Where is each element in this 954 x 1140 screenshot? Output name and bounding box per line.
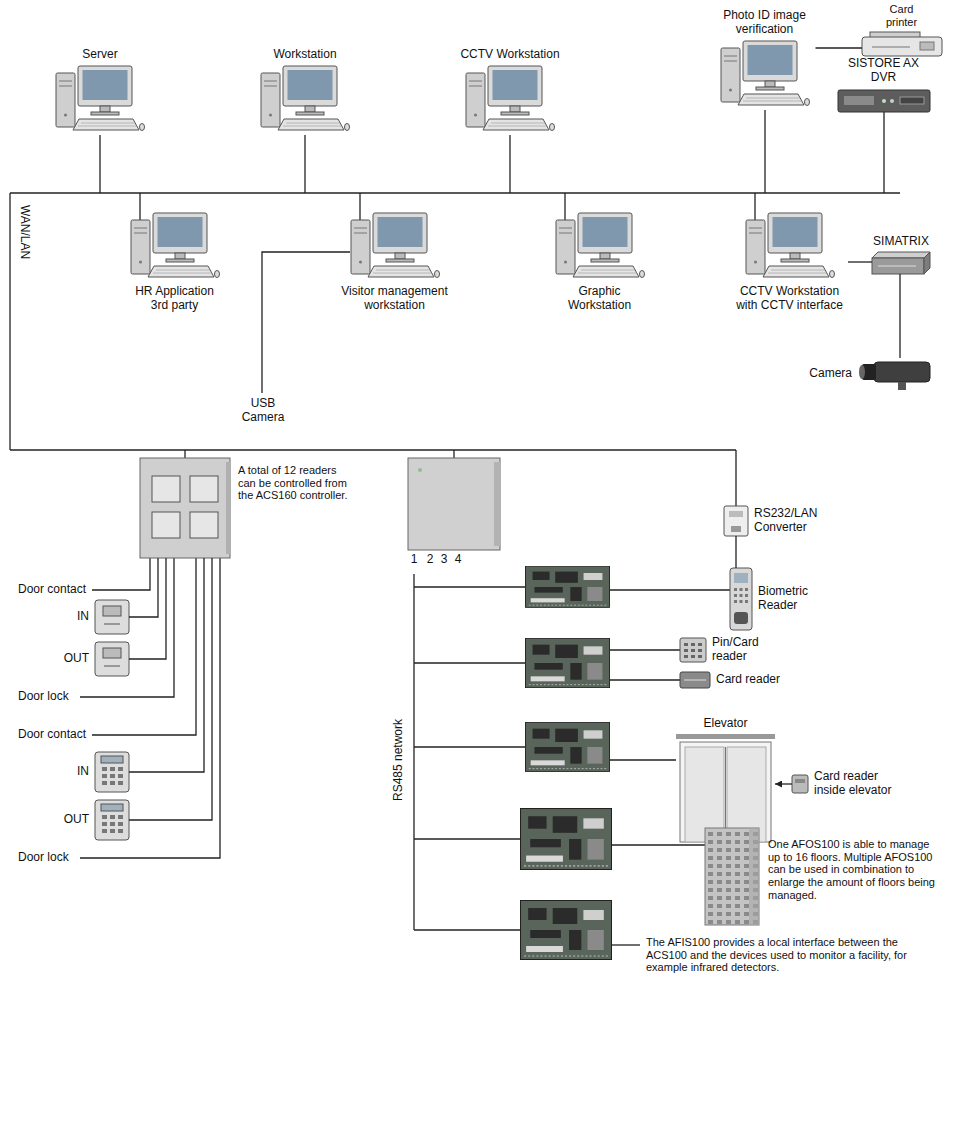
device-label: USB Camera <box>237 397 289 425</box>
device-label: A total of 12 readers can be controlled … <box>238 464 353 502</box>
graphic-pc: Graphic Workstation <box>555 212 645 313</box>
card-reader: Card reader inside elevator <box>792 770 910 798</box>
device-label: Graphic Workstation <box>560 285 640 313</box>
cctv-workstation-pc: CCTV Workstation <box>460 48 561 135</box>
connector-line <box>775 783 792 784</box>
keypad-reader: Pin/Card reader <box>680 636 768 664</box>
card-reader: IN <box>76 600 129 634</box>
device-label: HR Application 3rd party <box>130 285 220 313</box>
photo-id-pc: Photo ID image verification <box>715 9 816 110</box>
device-label: SISTORE AX DVR <box>842 57 926 85</box>
device-label: Photo ID image verification <box>715 9 815 37</box>
device-label: Pin/Card reader <box>712 636 767 664</box>
device-label: Card reader inside elevator <box>814 770 909 798</box>
port-number: 1 <box>408 553 420 567</box>
video-matrix: SIMATRIX <box>872 235 930 274</box>
wire-label: Door contact <box>18 583 86 597</box>
connector-line <box>848 261 872 262</box>
connector-line <box>899 274 900 358</box>
device-label: Elevator <box>703 717 749 731</box>
device-label: IN <box>76 610 89 624</box>
port-number: 3 <box>438 553 450 567</box>
device-label: Server <box>82 48 119 62</box>
card-printer: Card printer <box>862 3 942 56</box>
device-label: Camera <box>808 367 852 381</box>
device-label: Biometric Reader <box>758 585 828 613</box>
server-pc: Server <box>55 48 145 135</box>
device-label: Card printer <box>877 3 927 28</box>
cctv-interface-pc: CCTV Workstation with CCTV interface <box>732 212 848 313</box>
note-text: One AFOS100 is able to manage up to 16 f… <box>768 838 940 901</box>
dvr-recorder: SISTORE AX DVR <box>838 57 930 112</box>
card-reader: OUT <box>62 642 129 676</box>
device-label: CCTV Workstation with CCTV interface <box>732 285 847 313</box>
connector-line <box>129 558 158 617</box>
network-label: WAN/LAN <box>17 205 31 259</box>
port-number: 4 <box>452 553 464 567</box>
connector-line <box>129 558 204 772</box>
card-reader: Card reader <box>680 672 782 688</box>
keypad-reader: OUT <box>62 800 129 840</box>
connector-line <box>735 536 736 568</box>
access-controller: A total of 12 readers can be controlled … <box>140 458 354 558</box>
keypad-reader: IN <box>76 752 129 792</box>
biometric-reader: Biometric Reader <box>730 568 829 630</box>
device-label: RS232/LAN Converter <box>754 507 844 535</box>
elevator: Elevator <box>676 717 775 842</box>
connector-line <box>816 47 863 48</box>
device-label: Card reader <box>716 673 782 687</box>
note-text: The AFIS100 provides a local interface b… <box>646 936 936 974</box>
device-label: OUT <box>62 813 89 827</box>
device-label: Visitor management workstation <box>332 285 457 313</box>
wire-label: Door lock <box>18 851 69 865</box>
workstation-pc: Workstation <box>260 48 350 135</box>
connector-line <box>129 558 212 820</box>
visitor-pc: Visitor management workstation <box>332 212 458 313</box>
wire-label: Door contact <box>18 728 86 742</box>
network-label: RS485 network <box>392 719 406 801</box>
connector-line <box>129 558 166 659</box>
device-label: SIMATRIX <box>873 235 930 249</box>
device-label: Workstation <box>273 48 338 62</box>
device-label: IN <box>76 765 89 779</box>
device-label: CCTV Workstation <box>460 48 561 62</box>
converter: RS232/LAN Converter <box>724 506 845 536</box>
wire-label: Door lock <box>18 690 69 704</box>
hr-pc: HR Application 3rd party <box>130 212 221 313</box>
camera: Camera <box>808 358 934 390</box>
device-label: OUT <box>62 652 89 666</box>
port-number: 2 <box>424 553 436 567</box>
